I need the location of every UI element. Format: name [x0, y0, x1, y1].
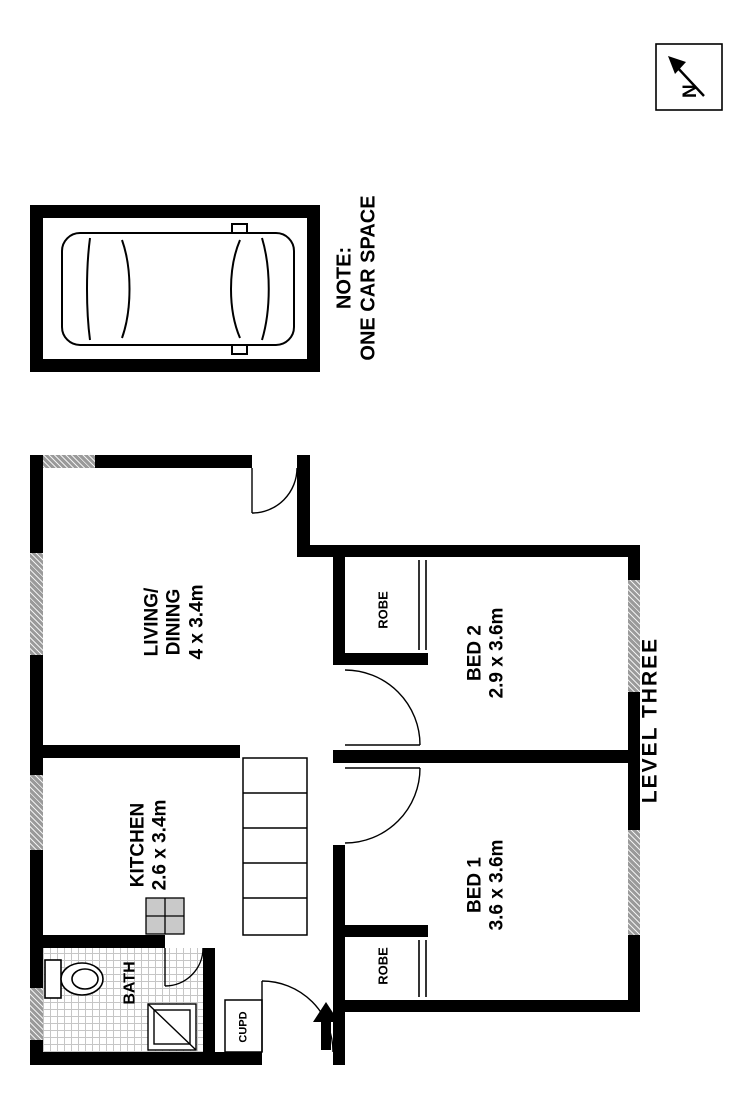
window-segment — [628, 830, 640, 935]
window-segment — [628, 580, 640, 692]
wall-segment — [333, 557, 345, 665]
wall-segment — [333, 1000, 345, 1065]
kitchen-bench — [242, 757, 308, 936]
cupboard-label: CUPD — [238, 1011, 251, 1042]
toilet-icon — [44, 959, 104, 999]
room-name-line: LIVING/ — [141, 587, 163, 657]
robe-bed2-label: ROBE — [375, 591, 390, 629]
bath-label: BATH — [122, 961, 141, 1004]
kitchen-label: KITCHEN 2.6 x 3.4m — [128, 800, 173, 891]
car-icon — [61, 223, 295, 355]
window-segment — [30, 775, 43, 850]
level-text: LEVEL THREE — [638, 636, 662, 804]
room-name-line: ROBE — [375, 947, 391, 985]
door-swing-bed2 — [344, 669, 421, 746]
wall-segment — [30, 205, 320, 218]
room-name-line: DINING — [163, 588, 185, 656]
room-dims: 2.6 x 3.4m — [150, 799, 171, 891]
wall-segment — [310, 545, 640, 557]
room-dims: 3.6 x 3.6m — [487, 839, 508, 931]
living-dining-label: LIVING/ DINING 4 x 3.4m — [141, 585, 208, 660]
wall-segment — [43, 745, 240, 758]
wall-segment — [333, 845, 345, 1000]
robe-doors-bed2 — [418, 560, 427, 650]
room-dims: 4 x 3.4m — [186, 584, 208, 660]
room-name-line: BED 2 — [464, 625, 486, 681]
note-line: ONE CAR SPACE — [357, 195, 379, 361]
room-name-line: BED 1 — [464, 857, 486, 913]
window-segment — [33, 455, 95, 468]
compass-north-label: N — [680, 84, 701, 98]
room-name-line: ROBE — [375, 591, 391, 629]
wall-segment — [333, 925, 428, 937]
bed2-label: BED 2 2.9 x 3.6m — [465, 608, 510, 699]
bed1-label: BED 1 3.6 x 3.6m — [465, 840, 510, 931]
door-swing-bed1 — [344, 767, 421, 844]
room-name-line: KITCHEN — [127, 802, 149, 888]
wall-segment — [333, 1000, 640, 1012]
room-name-line: CUPD — [237, 1011, 250, 1043]
wall-segment — [203, 948, 215, 1052]
window-segment — [30, 553, 43, 655]
window-segment — [30, 988, 43, 1040]
room-name-line: BATH — [121, 961, 139, 1005]
compass-north-icon: N — [655, 43, 723, 111]
note-line: NOTE: — [333, 246, 356, 310]
wall-segment — [333, 653, 428, 665]
entry-arrow-icon — [313, 1002, 339, 1050]
wall-segment — [30, 359, 320, 372]
level-label: LEVEL THREE — [639, 637, 664, 803]
entry-cupboard-box — [224, 999, 263, 1053]
robe-bed1-label: ROBE — [375, 947, 390, 985]
wall-segment — [43, 935, 165, 948]
wall-segment — [333, 750, 640, 763]
room-dims: 2.9 x 3.6m — [487, 607, 508, 699]
wall-segment — [297, 455, 310, 557]
shower-icon — [147, 1003, 197, 1051]
wall-segment — [30, 1052, 262, 1065]
door-swing-bath — [164, 947, 204, 987]
wall-segment — [307, 205, 320, 372]
door-swing-living — [251, 467, 298, 514]
wall-segment — [30, 205, 43, 372]
linen-cupboard — [145, 897, 185, 935]
carspace-note-label: NOTE: ONE CAR SPACE — [333, 195, 380, 360]
robe-doors-bed1 — [418, 940, 427, 997]
